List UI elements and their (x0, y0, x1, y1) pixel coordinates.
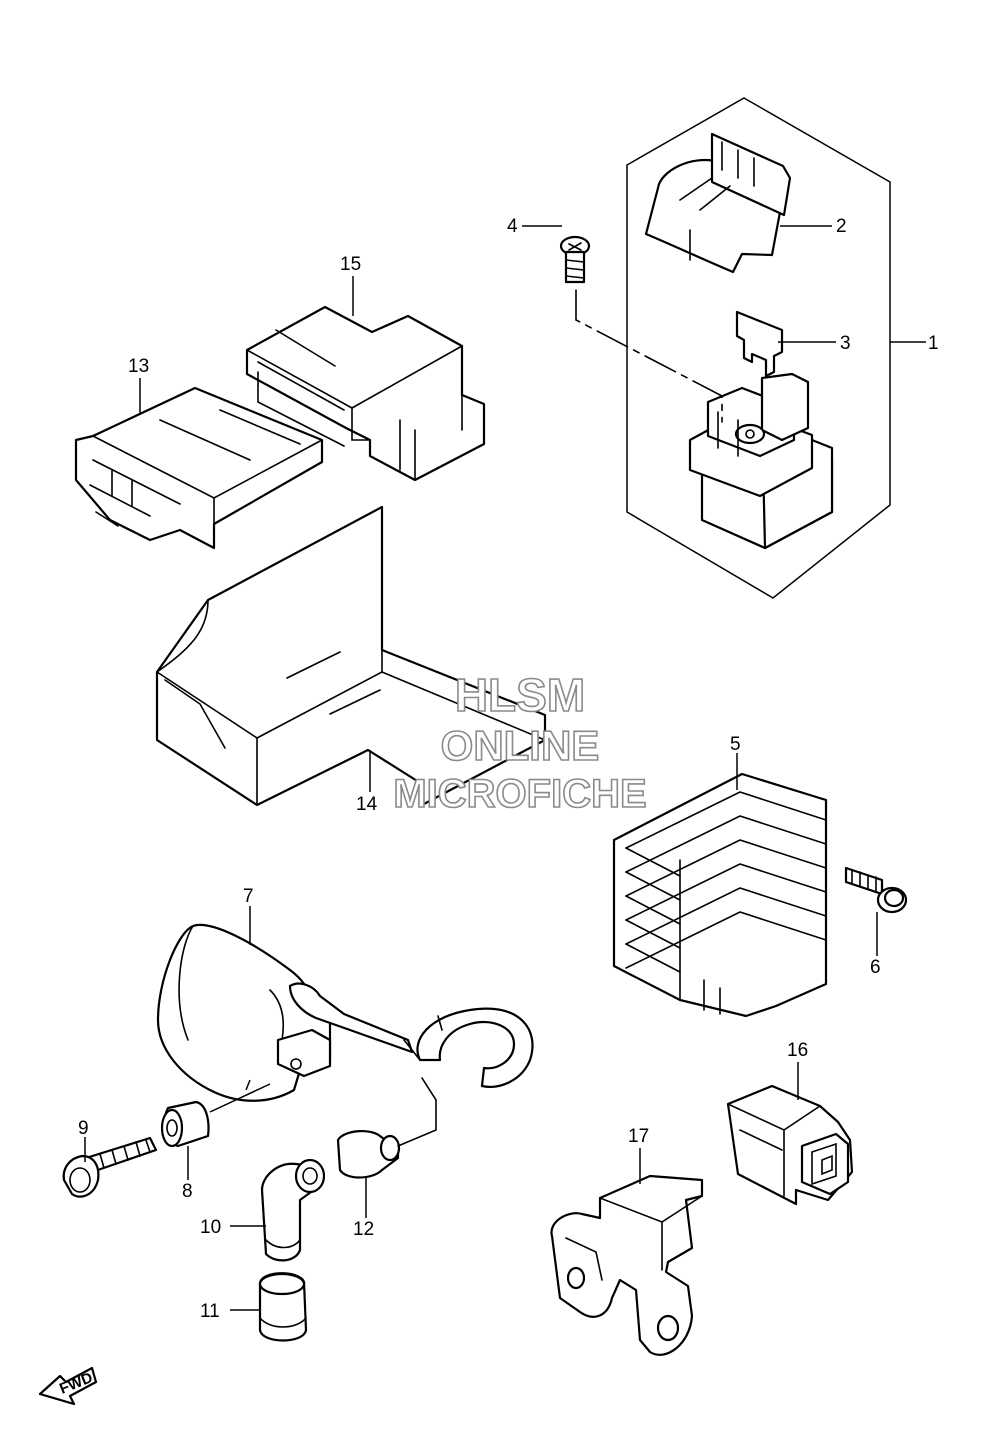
watermark-line-3: MICROFICHE (393, 772, 646, 816)
part-2-relay-cover[interactable] (644, 132, 792, 274)
part-8-spacer[interactable] (160, 1100, 210, 1148)
callout-17: 17 (628, 1126, 649, 1147)
callout-1: 1 (928, 333, 939, 354)
part-13-control-module[interactable] (74, 386, 324, 550)
watermark-line-1: HLSM (455, 669, 585, 721)
part-14-bracket-plate[interactable] (155, 505, 547, 807)
part-4-assembly-line (575, 289, 723, 423)
part-6-bolt[interactable] (844, 866, 908, 914)
callout-13: 13 (128, 356, 149, 377)
callout-10: 10 (200, 1217, 221, 1238)
callout-11: 11 (200, 1301, 220, 1322)
callout-9: 9 (78, 1118, 89, 1139)
watermark-line-2: ONLINE (441, 722, 600, 769)
part-12-terminal[interactable] (336, 1077, 437, 1179)
callout-4: 4 (507, 216, 518, 237)
part-7-ignition-coil[interactable] (156, 923, 534, 1102)
callout-numbers: 1 2 3 4 5 6 7 8 9 10 11 12 13 14 15 16 1… (78, 216, 939, 1322)
callout-14: 14 (356, 794, 378, 815)
part-9-bolt[interactable] (62, 1136, 158, 1198)
callout-15: 15 (340, 254, 361, 275)
part-11-cap-seal[interactable] (258, 1272, 308, 1342)
part-5-regulator-rectifier[interactable] (612, 772, 828, 1018)
callout-7: 7 (243, 886, 254, 907)
callout-2: 2 (836, 216, 847, 237)
kit-outline-1 (626, 97, 891, 599)
watermark: HLSM ONLINE MICROFICHE (393, 668, 648, 817)
callout-12: 12 (353, 1219, 374, 1240)
fwd-arrow-icon: FWD (38, 1366, 98, 1406)
callout-3: 3 (840, 333, 851, 354)
part-4-screw[interactable] (559, 235, 591, 284)
leader-lines (84, 225, 926, 1311)
part-16-coupler[interactable] (726, 1084, 854, 1206)
part-10-plug-cap[interactable] (260, 1158, 326, 1262)
part-1-starter-relay[interactable] (688, 372, 834, 550)
part-3-fuse[interactable] (735, 310, 784, 378)
part-15-holder[interactable] (245, 305, 486, 482)
part-17-bracket[interactable] (550, 1174, 704, 1356)
callout-5: 5 (730, 734, 741, 755)
callout-8: 8 (182, 1181, 193, 1202)
callout-16: 16 (787, 1040, 808, 1061)
callout-6: 6 (870, 957, 881, 978)
